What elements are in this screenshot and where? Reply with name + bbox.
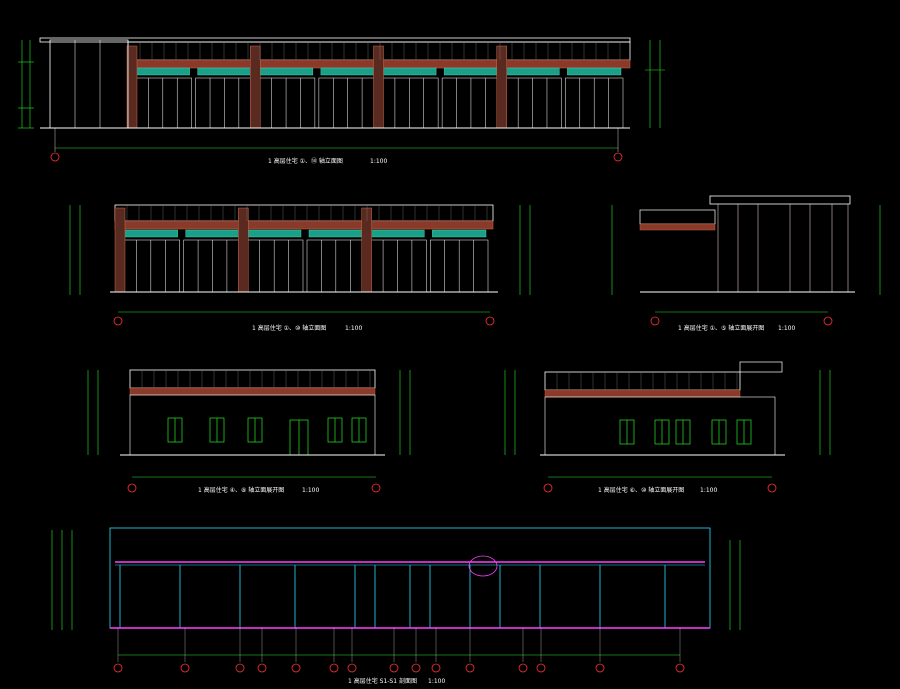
grid-bubble [650, 316, 660, 326]
view-scale-2: 1:100 [345, 325, 362, 332]
signage-glass [135, 67, 190, 76]
signage-glass [382, 67, 437, 76]
signage-glass [320, 67, 375, 76]
view-caption-3: 1 高层住宅 ①、⑤ 轴立面展开图 [678, 324, 764, 332]
signage-glass [247, 229, 302, 238]
grid-bubble [485, 316, 495, 326]
grid-bubble [431, 663, 441, 673]
grid-bubble [291, 663, 301, 673]
view-scale-1: 1:100 [370, 158, 387, 165]
signage-glass [123, 229, 178, 238]
signage-glass [443, 67, 498, 76]
section-view: 1 高层住宅 S1-S1 剖面图 1:100 [51, 527, 741, 685]
grid-bubble [518, 663, 528, 673]
view-scale-3: 1:100 [778, 325, 795, 332]
signage-glass [567, 67, 622, 76]
elevation-view-3: 1 高层住宅 ①、⑤ 轴立面展开图 1:100 [611, 195, 881, 332]
grid-bubble [595, 663, 605, 673]
signage-glass [185, 229, 240, 238]
view-caption-5: 1 高层住宅 ⑥、⑩ 轴立面展开图 [598, 486, 684, 494]
signage-glass [432, 229, 487, 238]
grid-bubble [50, 152, 60, 162]
brick-pier [250, 45, 261, 129]
grid-bubble [235, 663, 245, 673]
brick-pier [373, 45, 384, 129]
signage-glass [505, 67, 560, 76]
signage-glass [308, 229, 363, 238]
grid-bubble [127, 483, 137, 493]
view-caption-6: 1 高层住宅 S1-S1 剖面图 [348, 677, 417, 685]
grid-bubble [767, 483, 777, 493]
brick-pier [126, 45, 138, 129]
signage-glass [259, 67, 314, 76]
grid-bubble [465, 663, 475, 673]
brick-pier [114, 207, 126, 293]
grid-bubble [329, 663, 339, 673]
grid-bubble [113, 316, 123, 326]
brick-pier [361, 207, 372, 293]
view-caption-2: 1 高层住宅 ①、⑩ 轴立面图 [252, 324, 326, 332]
elevation-view-4: 1 高层住宅 ④、⑧ 轴立面展开图 1:100 [87, 369, 411, 494]
signage-glass [370, 229, 425, 238]
grid-bubble [389, 663, 399, 673]
grid-bubble [613, 152, 623, 162]
elevation-view-1: 1 高层住宅 ①、⑭ 轴立面图 1:100 [18, 37, 665, 165]
grid-bubble [371, 483, 381, 493]
view-caption-1: 1 高层住宅 ①、⑭ 轴立面图 [268, 157, 343, 165]
grid-bubble [823, 316, 833, 326]
grid-bubble [347, 663, 357, 673]
grid-bubble [543, 483, 553, 493]
view-scale-5: 1:100 [700, 487, 717, 494]
grid-bubble [411, 663, 421, 673]
brick-pier [496, 45, 507, 129]
signage-glass [197, 67, 252, 76]
view-caption-4: 1 高层住宅 ④、⑧ 轴立面展开图 [198, 486, 284, 494]
grid-bubble [180, 663, 190, 673]
view-scale-4: 1:100 [302, 487, 319, 494]
grid-bubble [113, 663, 123, 673]
grid-bubble [675, 663, 685, 673]
grid-bubble [257, 663, 267, 673]
elevation-view-5: 1 高层住宅 ⑥、⑩ 轴立面展开图 1:100 [504, 361, 831, 494]
elevation-view-2: 1 高层住宅 ①、⑩ 轴立面图 1:100 [69, 204, 531, 332]
grid-bubble [536, 663, 546, 673]
view-scale-6: 1:100 [428, 678, 445, 685]
